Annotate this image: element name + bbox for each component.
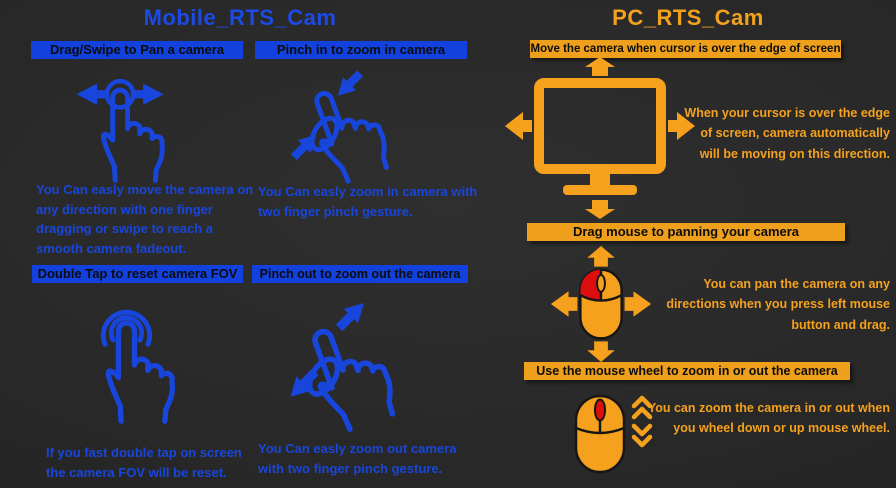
pan-arrow-down [587,341,615,362]
pan-arrow-right [624,291,652,317]
mouse-wheel [596,274,606,293]
description-double-tap: If you fast double tap on screen the cam… [46,445,242,480]
mouse-drag-pan-icon [537,246,665,362]
monitor-edge-scroll-icon [495,57,705,219]
header-edge-scroll: Move the camera when cursor is over the … [530,40,841,58]
inward-arrow-bottom [287,128,323,164]
description-pinch-in: You Can easly zoom in camera with two fi… [258,184,478,219]
edge-arrow-down [585,200,615,219]
mouse-wheel [594,398,606,422]
pinch-out-hand-icon [283,290,412,430]
inward-arrow-top [331,66,367,103]
header-mouse-drag: Drag mouse to panning your camera [527,223,845,241]
pan-arrow-left [550,291,578,317]
wheel-up-chevron-2 [631,406,653,420]
header-pinch-out: Pinch out to zoom out the camera [252,265,468,283]
wheel-up-chevron-1 [631,395,653,409]
left-arrow [76,83,107,105]
pc-section-title: PC_RTS_Cam [612,5,764,30]
description-mouse-wheel: You can zoom the camera in or out when y… [647,401,890,436]
header-pinch-in: Pinch in to zoom in camera [255,41,467,59]
mobile-section-title: Mobile_RTS_Cam [143,5,337,30]
monitor-base [563,185,637,195]
header-drag-swipe: Drag/Swipe to Pan a camera [31,41,243,59]
monitor-neck [590,174,610,186]
description-pinch-out: You Can easly zoom out camera with two f… [258,441,457,476]
outward-arrow-top [332,295,372,335]
drag-swipe-hand-icon [70,58,185,183]
monitor-screen [534,78,666,174]
edge-arrow-left [505,112,532,140]
thumb [306,356,341,397]
description-drag-swipe: You Can easly move the camera on any dir… [36,182,254,256]
header-mouse-wheel: Use the mouse wheel to zoom in or out th… [524,362,850,380]
pinch-in-hand-icon [287,56,404,182]
double-tap-hand-icon [72,288,197,424]
tap-ripple-inner [108,315,145,343]
description-mouse-drag: You can pan the camera on any directions… [666,277,890,332]
tap-ripple-outer [100,309,153,347]
pan-arrow-up [587,246,615,267]
edge-arrow-right [668,112,695,140]
wheel-down-chevron-2 [631,434,653,448]
thumb [309,115,340,153]
right-arrow [133,83,164,105]
wheel-down-chevron-1 [631,423,653,437]
edge-arrow-up [585,57,615,76]
header-double-tap: Double Tap to reset camera FOV [32,265,243,283]
mouse-wheel-zoom-icon [556,390,663,478]
description-edge-scroll: When your cursor is over the edge of scr… [684,106,890,161]
